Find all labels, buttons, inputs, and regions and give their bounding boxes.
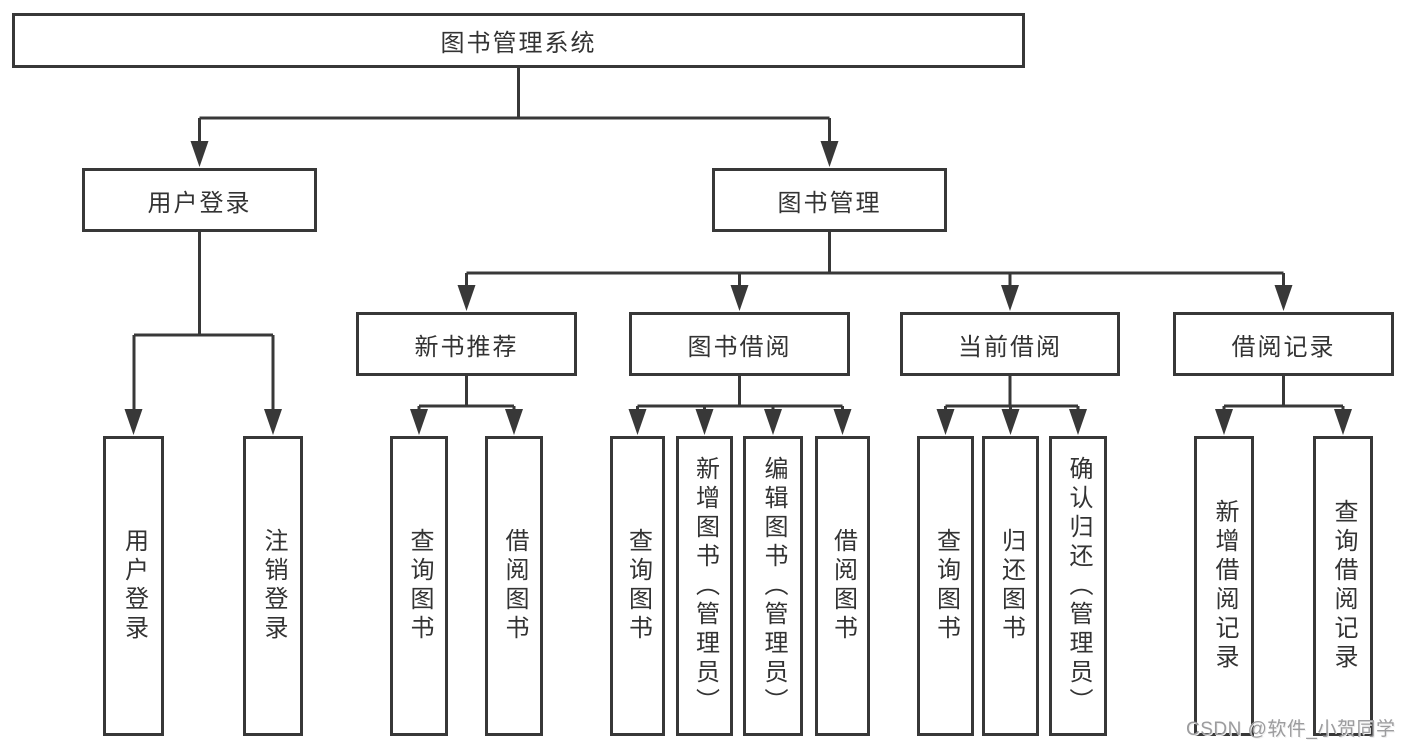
node-book-management: 图书管理	[712, 168, 947, 232]
node-book-borrowing: 图书借阅	[629, 312, 850, 376]
arrow-down-icon	[457, 285, 476, 311]
leaf-return-books: 归还图书	[982, 436, 1039, 736]
leaf-edit-books-admin: 编辑图书（管理员）	[743, 436, 803, 736]
arrow-down-icon	[764, 409, 782, 435]
arrow-down-icon	[1334, 409, 1352, 435]
arrow-down-icon	[936, 409, 955, 435]
leaf-add-borrow-record: 新增借阅记录	[1194, 436, 1254, 736]
node-library-management-system: 图书管理系统	[12, 13, 1025, 68]
connector-new-book-to-leaves	[417, 376, 516, 412]
arrow-down-icon	[1001, 409, 1020, 435]
arrow-down-icon	[505, 409, 523, 435]
leaf-logout: 注销登录	[243, 436, 303, 736]
arrow-down-icon	[190, 141, 209, 167]
node-borrowing-records: 借阅记录	[1173, 312, 1394, 376]
node-user-login: 用户登录	[82, 168, 317, 232]
connector-book-management-to-level3	[465, 232, 1285, 288]
connector-root-to-level2	[198, 68, 831, 144]
arrow-down-icon	[730, 285, 749, 311]
arrow-down-icon	[1001, 285, 1019, 311]
connector-user-login-to-leaves	[132, 232, 275, 412]
arrow-down-icon	[124, 409, 143, 435]
arrow-down-icon	[410, 409, 428, 435]
connector-current-borrow-to-leaves	[944, 376, 1080, 412]
watermark: CSDN @软件_小贺同学	[1186, 719, 1396, 740]
node-new-book-recommendation: 新书推荐	[356, 312, 577, 376]
leaf-confirm-return-admin: 确认归还（管理员）	[1049, 436, 1107, 736]
leaf-add-books-admin: 新增图书（管理员）	[676, 436, 733, 736]
connector-borrow-records-to-leaves	[1222, 376, 1345, 412]
leaf-query-books: 查询图书	[917, 436, 974, 736]
leaf-query-borrow-record: 查询借阅记录	[1313, 436, 1373, 736]
leaf-query-books: 查询图书	[390, 436, 448, 736]
arrow-down-icon	[695, 409, 714, 435]
leaf-borrow-books: 借阅图书	[485, 436, 543, 736]
node-current-borrowing: 当前借阅	[900, 312, 1120, 376]
arrow-down-icon	[264, 409, 282, 435]
arrow-down-icon	[1274, 285, 1293, 311]
connector-book-borrow-to-leaves	[636, 376, 844, 412]
arrowheads	[124, 141, 1352, 435]
arrow-down-icon	[1215, 409, 1233, 435]
leaf-query-books: 查询图书	[610, 436, 665, 736]
leaf-borrow-books: 借阅图书	[815, 436, 870, 736]
arrow-down-icon	[1069, 409, 1087, 435]
arrow-down-icon	[820, 141, 839, 167]
leaf-user-login: 用户登录	[103, 436, 164, 736]
arrow-down-icon	[833, 409, 852, 435]
arrow-down-icon	[628, 409, 647, 435]
